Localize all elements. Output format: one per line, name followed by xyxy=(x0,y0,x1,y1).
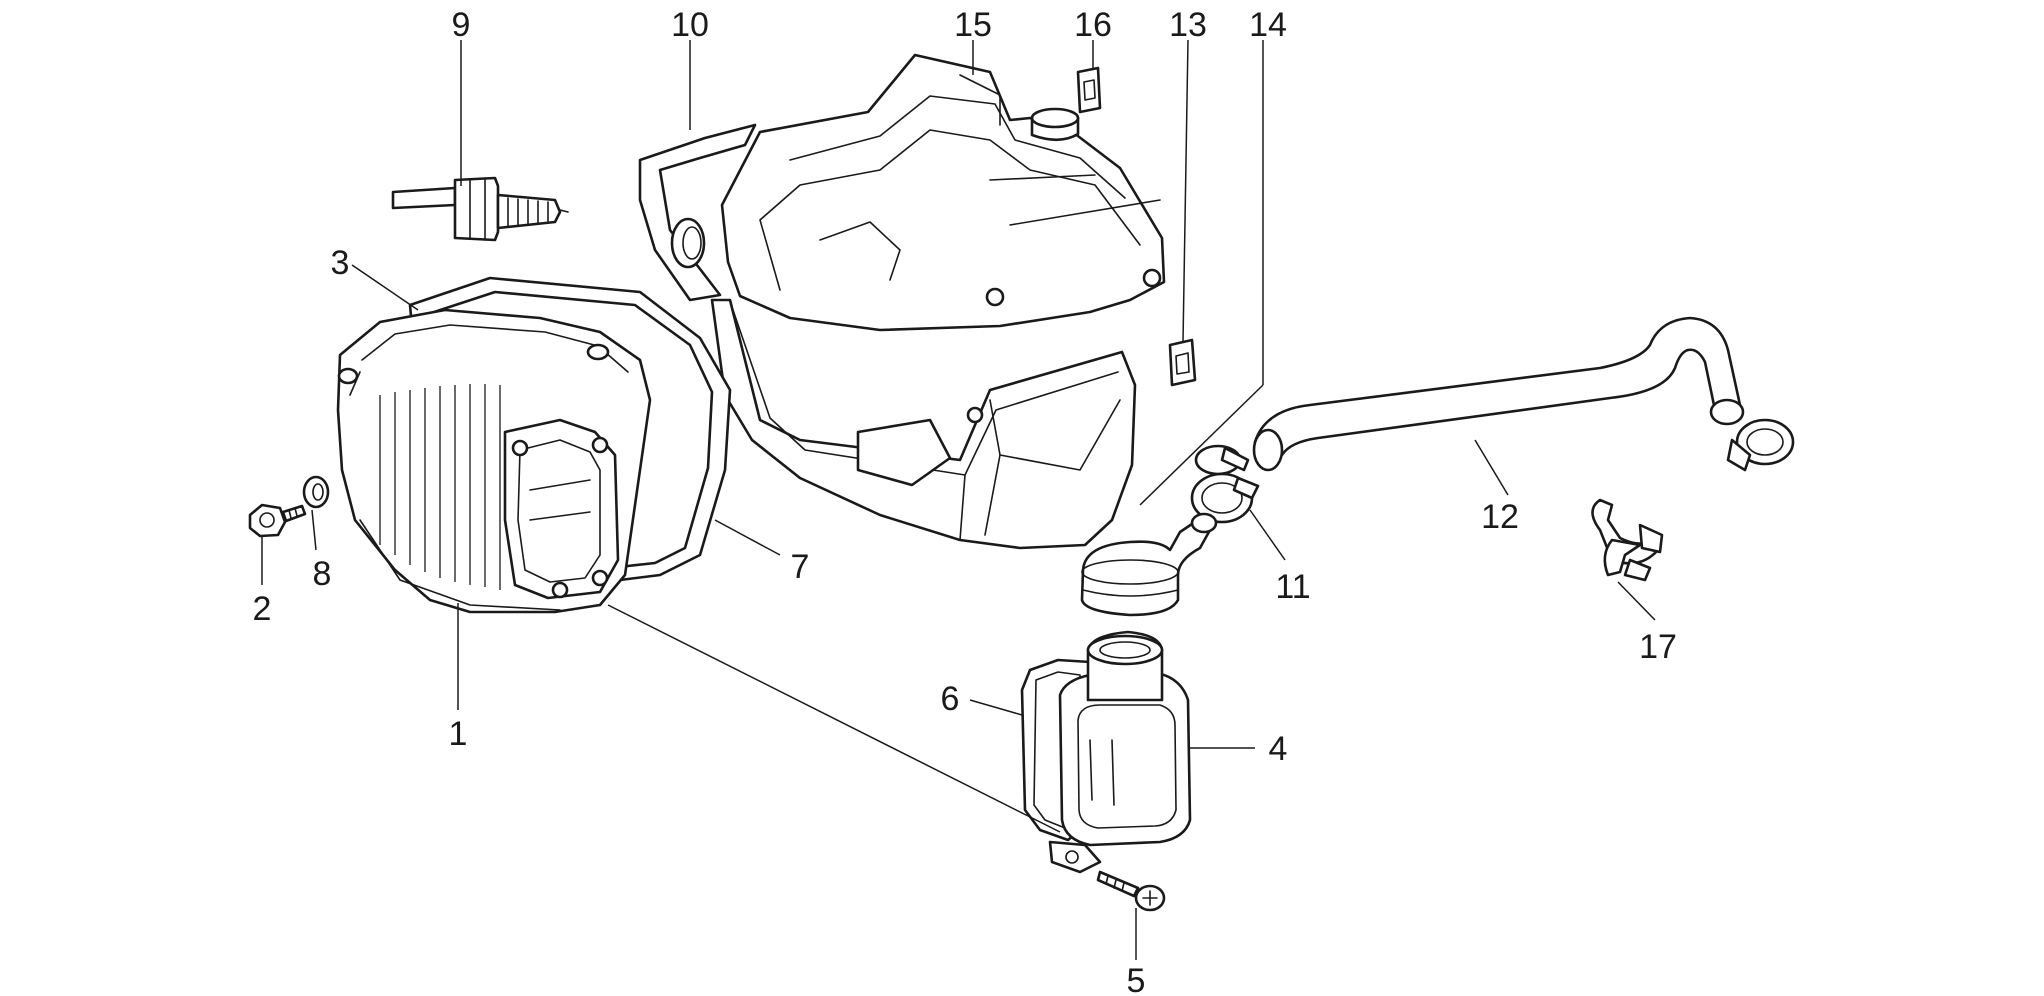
callout-12: 12 xyxy=(1481,498,1519,536)
washer-part xyxy=(302,475,330,509)
cooling-shroud-part xyxy=(720,53,1166,332)
cooling-shroud-tray-part xyxy=(710,298,1137,550)
hose-clamp-part xyxy=(1190,472,1260,524)
clip-13-part xyxy=(1168,338,1197,387)
leader-lines xyxy=(261,39,1656,960)
callout-16: 16 xyxy=(1074,6,1112,44)
callout-15: 15 xyxy=(954,6,992,44)
callout-13: 13 xyxy=(1169,6,1207,44)
callout-3: 3 xyxy=(331,244,350,282)
callout-11: 11 xyxy=(1275,568,1310,606)
leader-8 xyxy=(311,509,317,551)
blow-by-box-part xyxy=(1048,630,1192,874)
screw-part xyxy=(1096,870,1166,912)
callout-labels: 9 10 15 16 13 14 3 8 2 1 7 6 4 5 11 12 1… xyxy=(253,6,1677,996)
callout-1: 1 xyxy=(449,715,468,753)
cylinder-head-cover-part xyxy=(336,308,652,614)
leader-13 xyxy=(1182,39,1189,343)
breather-elbow-part xyxy=(1080,512,1218,617)
leader-7 xyxy=(714,519,781,556)
leader-cover-to-box xyxy=(607,604,1061,833)
callout-14: 14 xyxy=(1249,6,1287,44)
callout-9: 9 xyxy=(452,6,471,44)
leader-17 xyxy=(1617,581,1656,621)
callout-5: 5 xyxy=(1127,962,1146,996)
shroud-seal-part xyxy=(638,123,757,302)
breather-hose-part xyxy=(1194,316,1795,476)
leader-11 xyxy=(1249,509,1286,561)
callout-8: 8 xyxy=(313,555,332,593)
leader-14-diag xyxy=(1139,384,1264,506)
callout-6: 6 xyxy=(941,680,960,718)
leader-6 xyxy=(969,699,1023,716)
clip-16-part xyxy=(1076,66,1102,114)
leader-3 xyxy=(351,264,419,311)
callout-4: 4 xyxy=(1269,730,1288,768)
leader-12 xyxy=(1474,439,1509,496)
callout-17: 17 xyxy=(1639,628,1677,666)
spark-plug-part xyxy=(391,176,569,242)
bolt-part xyxy=(248,503,307,538)
callout-10: 10 xyxy=(671,6,709,44)
hose-retainer-part xyxy=(1591,498,1664,582)
callout-7: 7 xyxy=(791,548,810,586)
callout-2: 2 xyxy=(253,590,272,628)
